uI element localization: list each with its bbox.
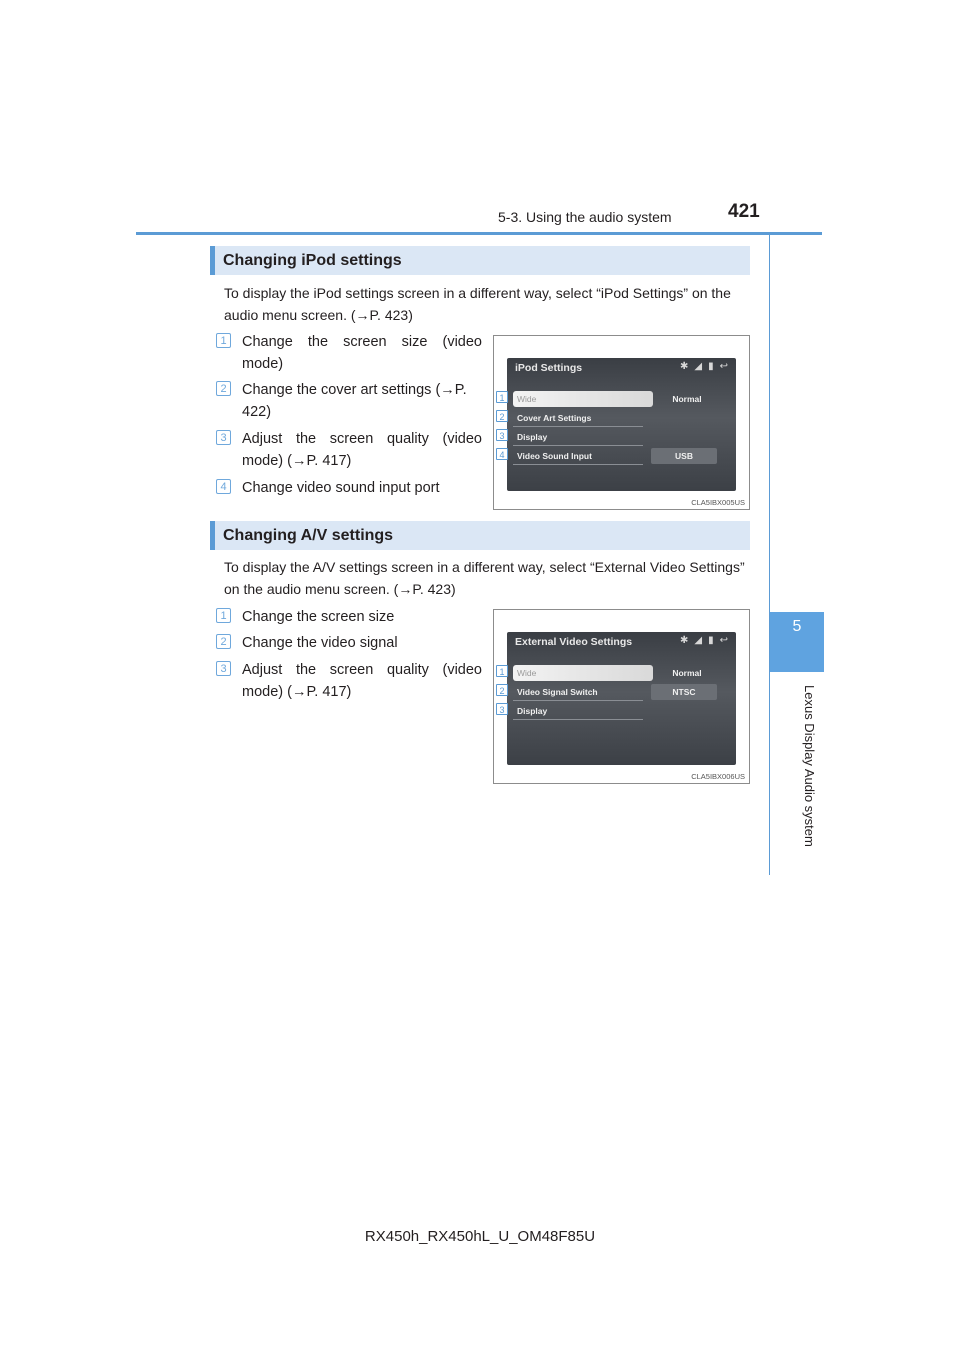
step-number-badge: 2 (216, 634, 231, 649)
ipod-item-2: 2 Change the cover art settings (→P. 422… (216, 379, 482, 423)
status-icons: ✱ ◢ ▮ ↩ (680, 361, 728, 372)
step-number-badge: 1 (216, 333, 231, 348)
step-number-badge: 3 (216, 430, 231, 445)
step-number-badge: 1 (216, 608, 231, 623)
external-video-settings-screenshot: External Video Settings ✱ ◢ ▮ ↩ Wide Nor… (493, 609, 750, 784)
chapter-label: Lexus Display Audio system (802, 685, 817, 847)
callout-2: 2 (496, 410, 508, 422)
bluetooth-icon: ✱ (680, 361, 689, 372)
display-row: Display (513, 429, 643, 446)
back-icon: ↩ (719, 635, 728, 646)
screen-size-value: Normal (672, 394, 702, 404)
callout-4: 4 (496, 448, 508, 460)
display-screen: iPod Settings ✱ ◢ ▮ ↩ Wide Normal Cover … (507, 358, 736, 491)
chapter-tab: 5 (770, 612, 824, 672)
callout-2: 2 (496, 684, 508, 696)
callout-3: 3 (496, 703, 508, 715)
image-caption: CLA5IBX006US (691, 772, 745, 781)
video-signal-value: NTSC (651, 684, 717, 700)
video-sound-input-row: Video Sound Input (513, 448, 643, 465)
page-number: 421 (728, 201, 760, 222)
signal-icon: ◢ (694, 361, 703, 372)
battery-icon: ▮ (708, 635, 714, 646)
chapter-number: 5 (792, 618, 802, 635)
callout-1: 1 (496, 665, 508, 677)
callout-3: 3 (496, 429, 508, 441)
step-number-badge: 2 (216, 381, 231, 396)
ipod-item-text: Change video sound input port (242, 480, 440, 496)
step-number-badge: 3 (216, 661, 231, 676)
ipod-item-4: 4 Change video sound input port (216, 477, 482, 499)
image-caption: CLA5IBX005US (691, 498, 745, 507)
av-item-1: 1 Change the screen size (216, 606, 482, 628)
signal-icon: ◢ (694, 635, 703, 646)
ipod-item-text: Change the cover art settings (→P. 422) (242, 382, 467, 420)
ipod-item-3: 3 Adjust the screen quality (video mode)… (216, 428, 482, 472)
av-item-text: Change the video signal (242, 635, 398, 651)
side-divider (769, 235, 770, 875)
ipod-item-1: 1 Change the screen size (video mode) (216, 331, 482, 375)
manual-model-code: RX450h_RX450hL_U_OM48F85U (364, 1228, 596, 1245)
screen-size-value: Normal (672, 668, 702, 678)
ipod-settings-screenshot: iPod Settings ✱ ◢ ▮ ↩ Wide Normal Cover … (493, 335, 750, 510)
av-item-2: 2 Change the video signal (216, 632, 482, 654)
step-number-badge: 4 (216, 479, 231, 494)
status-icons: ✱ ◢ ▮ ↩ (680, 635, 728, 646)
cover-art-row: Cover Art Settings (513, 410, 643, 427)
display-row: Display (513, 703, 643, 720)
callout-1: 1 (496, 391, 508, 403)
ipod-item-text: Change the screen size (video mode) (242, 334, 482, 372)
ipod-intro: To display the iPod settings screen in a… (224, 285, 731, 323)
av-item-text: Adjust the screen quality (video mode) (… (242, 662, 482, 700)
bluetooth-icon: ✱ (680, 635, 689, 646)
av-section-heading: Changing A/V settings (210, 521, 750, 550)
display-screen: External Video Settings ✱ ◢ ▮ ↩ Wide Nor… (507, 632, 736, 765)
wide-row: Wide (513, 391, 653, 407)
screen-title: iPod Settings (515, 362, 583, 374)
video-signal-switch-row: Video Signal Switch (513, 684, 643, 701)
back-icon: ↩ (719, 361, 728, 372)
av-intro: To display the A/V settings screen in a … (224, 559, 745, 597)
wide-row: Wide (513, 665, 653, 681)
av-item-3: 3 Adjust the screen quality (video mode)… (216, 659, 482, 703)
header-rule (136, 232, 822, 235)
ipod-section-heading: Changing iPod settings (210, 246, 750, 275)
header-section-title: 5-3. Using the audio system (498, 209, 672, 225)
av-item-text: Change the screen size (242, 609, 395, 625)
screen-title: External Video Settings (515, 636, 633, 648)
sound-input-value: USB (651, 448, 717, 464)
battery-icon: ▮ (708, 361, 714, 372)
ipod-item-text: Adjust the screen quality (video mode) (… (242, 431, 482, 469)
